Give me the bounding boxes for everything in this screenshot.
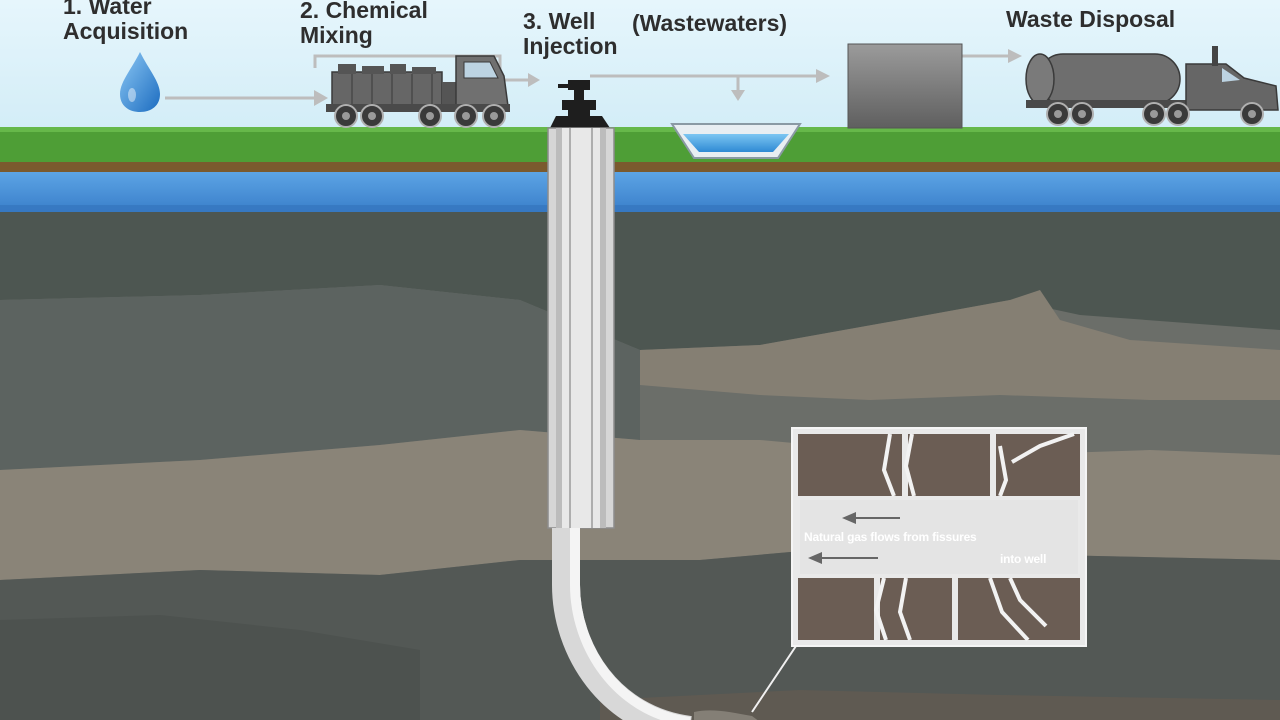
label-wastewaters: (Wastewaters) — [632, 10, 788, 36]
soil-layer — [0, 160, 1280, 172]
rock-layer-shale — [600, 690, 1280, 720]
label-chemical-mixing-line2: Mixing — [300, 22, 373, 48]
storage-tank-icon — [847, 43, 963, 129]
inset-caption-line2: into well — [1000, 552, 1047, 566]
aquifer-shade — [0, 205, 1280, 212]
borehole-tip — [694, 710, 758, 720]
well-head-icon — [550, 80, 610, 128]
label-chemical-mixing-line1: 2. Chemical — [300, 0, 428, 23]
horizontal-borehole-core — [570, 528, 691, 720]
water-drop-shine — [128, 88, 136, 102]
inset-connector — [751, 645, 797, 713]
label-chemical-mixing: 2. Chemical Mixing — [300, 0, 428, 48]
rock-layer-tan-upper — [640, 290, 1280, 400]
grass-highlight — [0, 127, 1280, 132]
grass-layer — [0, 127, 1280, 162]
label-well-injection-line1: 3. Well — [523, 8, 596, 34]
label-well-injection-line2: Injection — [523, 33, 618, 59]
waste-disposal-truck-icon — [1025, 46, 1279, 126]
label-water-acquisition-line1: 1. Water — [63, 0, 152, 19]
rock-layer-dark-top — [0, 210, 1280, 350]
chemical-mixing-truck-icon — [326, 55, 510, 128]
well-casing — [547, 127, 615, 529]
arrow-heads — [314, 49, 1022, 106]
wastewater-pool — [683, 134, 789, 152]
fissure-inset — [791, 427, 1087, 647]
flow-arrows — [165, 54, 1010, 100]
water-drop-icon — [120, 52, 160, 112]
label-waste-disposal: Waste Disposal — [1006, 6, 1176, 32]
inset-caption-line1: Natural gas flows from fissures — [804, 530, 977, 544]
label-water-acquisition-line2: Acquisition — [63, 18, 189, 44]
label-water-acquisition: 1. Water Acquisition — [63, 0, 188, 44]
label-well-injection: 3. Well Injection — [523, 9, 618, 59]
rock-layer-dark-left — [0, 615, 420, 720]
horizontal-borehole — [552, 528, 693, 720]
rock-layer-grey-mid — [0, 285, 640, 470]
